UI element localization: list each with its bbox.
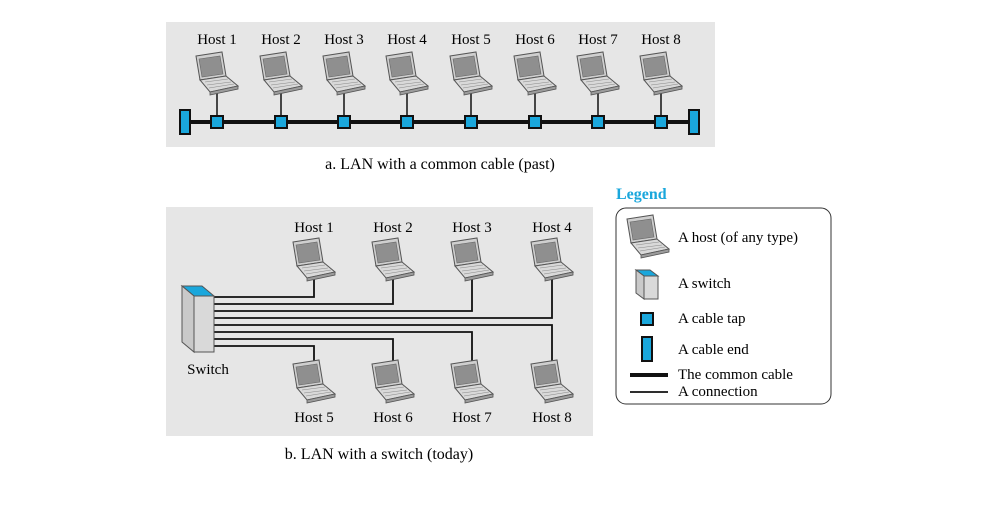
panel-a-host-label: Host 5 [451,32,491,48]
panel-b-host-label: Host 4 [532,220,572,236]
switch-label: Switch [187,362,229,378]
switch-icon [634,269,660,300]
panel-a-background [166,22,715,147]
legend-box [615,207,832,405]
switch-icon [180,284,216,354]
cable-tap-icon [640,312,654,326]
panel-b-caption: b. LAN with a switch (today) [285,446,473,463]
legend-title: Legend [616,186,667,203]
panel-b-host-label: Host 2 [373,220,413,236]
cable-end-icon [641,336,653,362]
cable-tap-icon [528,115,542,129]
legend-label-cable-end: A cable end [678,342,749,358]
panel-b-host-label: Host 8 [532,410,572,426]
cable-tap-icon [464,115,478,129]
cable-end-icon [688,109,700,135]
panel-a-host-label: Host 2 [261,32,301,48]
cable-end-icon [179,109,191,135]
cable-tap-icon [337,115,351,129]
panel-b-bottom-labels: Host 5 Host 6 Host 7 Host 8 [294,410,572,426]
panel-b-host-label: Host 7 [452,410,492,426]
panel-a-caption: a. LAN with a common cable (past) [325,156,555,173]
legend-label-host: A host (of any type) [678,230,798,246]
panel-b-top-labels: Host 1 Host 2 Host 3 Host 4 [294,220,572,236]
cable-tap-icon [400,115,414,129]
legend-label-switch: A switch [678,276,731,292]
panel-a-host-label: Host 3 [324,32,364,48]
cable-tap-icon [654,115,668,129]
panel-a-host-labels: Host 1 Host 2 Host 3 Host 4 Host 5 Host … [197,32,681,48]
cable-tap-icon [274,115,288,129]
panel-a-host-label: Host 1 [197,32,237,48]
panel-a-host-label: Host 6 [515,32,555,48]
panel-a-host-label: Host 4 [387,32,427,48]
panel-a-host-label: Host 7 [578,32,618,48]
panel-b-host-label: Host 6 [373,410,413,426]
legend-label-tap: A cable tap [678,311,745,327]
panel-b-host-label: Host 1 [294,220,334,236]
panel-b-host-label: Host 5 [294,410,334,426]
panel-b-host-label: Host 3 [452,220,492,236]
panel-b-connections [214,276,553,366]
legend-label-common-cable: The common cable [678,367,793,383]
panel-a-host-label: Host 8 [641,32,681,48]
legend-label-connection: A connection [678,384,758,400]
cable-tap-icon [210,115,224,129]
cable-tap-icon [591,115,605,129]
